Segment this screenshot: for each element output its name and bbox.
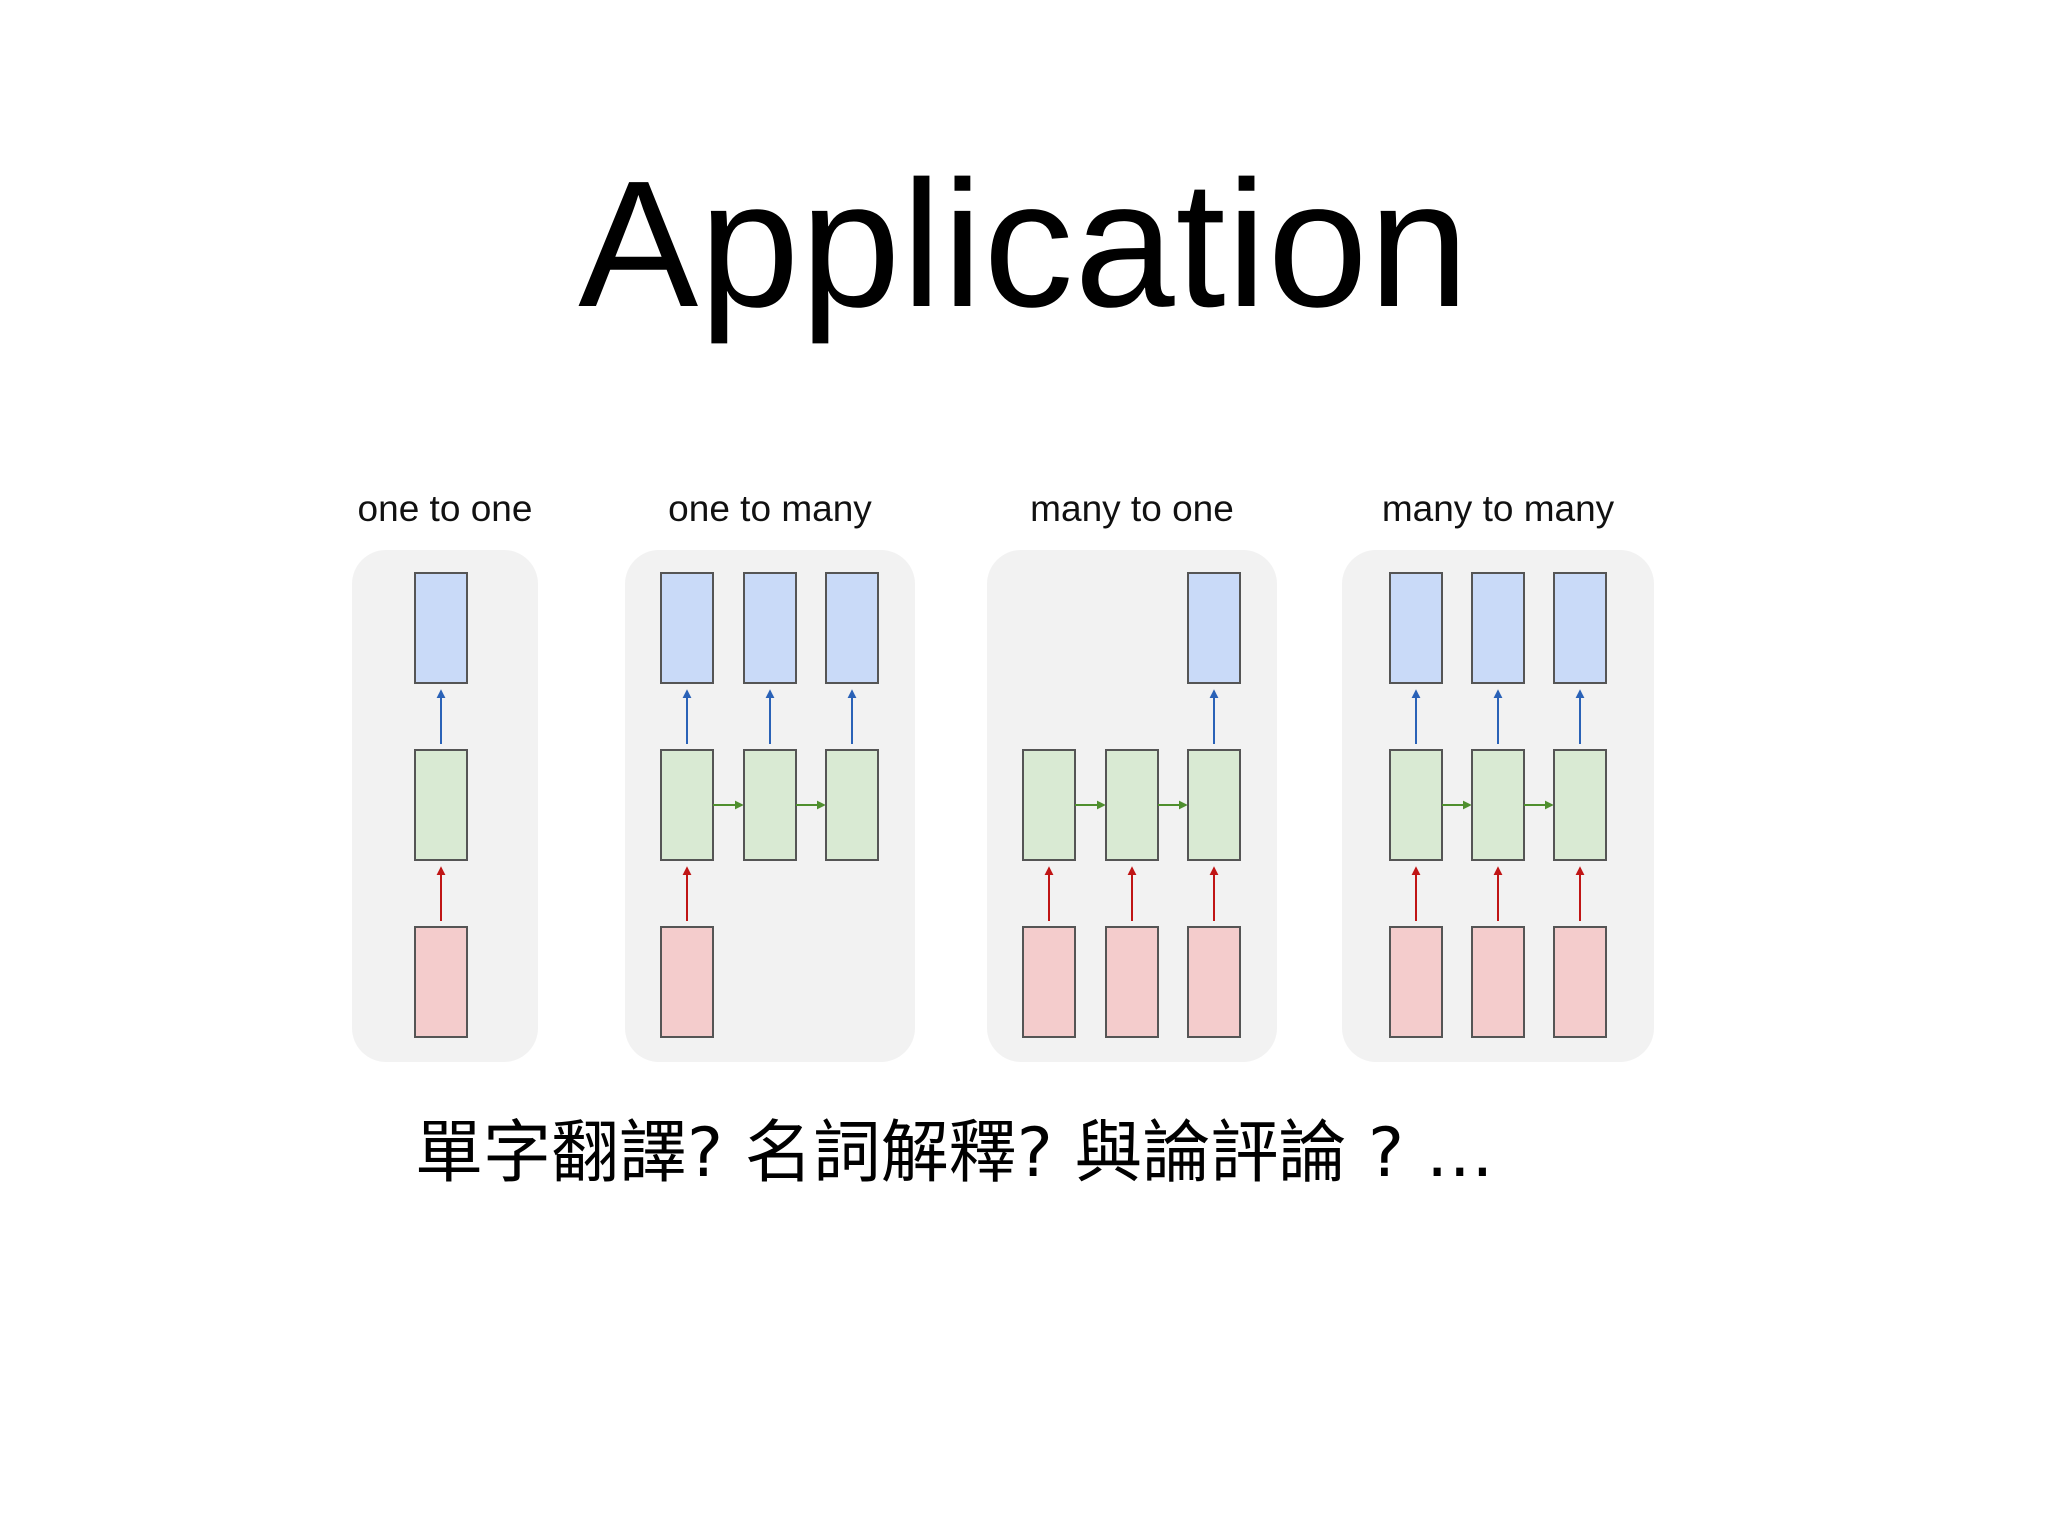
hidden-state-box [1105,749,1159,861]
panel-label: one to one [358,488,533,529]
hidden-state-box [1187,749,1241,861]
output-box [1553,572,1607,684]
panel-label: one to many [668,488,872,529]
input-box [1553,926,1607,1038]
input-box [1471,926,1525,1038]
hidden-state-box [825,749,879,861]
output-box [660,572,714,684]
hidden-state-box [743,749,797,861]
input-box [1022,926,1076,1038]
output-box [825,572,879,684]
hidden-state-box [660,749,714,861]
panel-label: many to many [1382,488,1615,529]
hidden-state-box [1389,749,1443,861]
hidden-state-box [1471,749,1525,861]
hidden-state-box [1022,749,1076,861]
output-box [1389,572,1443,684]
input-box [1187,926,1241,1038]
output-box [743,572,797,684]
panel-label: many to one [1030,488,1234,529]
input-box [1105,926,1159,1038]
output-box [1471,572,1525,684]
slide-title: Application [578,144,1470,345]
slide-caption: 單字翻譯? 名詞解釋? 與論評論 ? … [415,1114,1494,1193]
output-box [414,572,468,684]
input-box [1389,926,1443,1038]
input-box [414,926,468,1038]
hidden-state-box [1553,749,1607,861]
output-box [1187,572,1241,684]
hidden-state-box [414,749,468,861]
input-box [660,926,714,1038]
